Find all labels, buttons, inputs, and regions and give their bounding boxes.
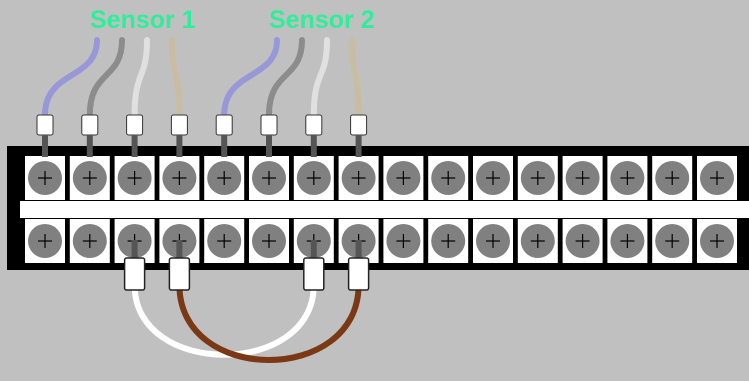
sensor-wire-blue bbox=[221, 37, 280, 118]
jumper-ferrule bbox=[168, 257, 191, 291]
top-terminal-15 bbox=[652, 156, 693, 200]
wire-lug bbox=[355, 135, 362, 157]
wire-ferrule bbox=[81, 114, 99, 136]
jumper-lug bbox=[310, 240, 317, 264]
bottom-terminal-16 bbox=[697, 219, 737, 263]
wire-ferrule bbox=[260, 114, 278, 136]
sensor-2-label: Sensor 2 bbox=[269, 6, 375, 34]
top-terminal-5 bbox=[204, 156, 245, 200]
top-terminal-11 bbox=[473, 156, 513, 200]
sensor-wire-gray bbox=[86, 37, 125, 118]
sensor-wire-gray bbox=[266, 37, 305, 118]
bottom-terminal-2 bbox=[69, 219, 110, 263]
sensor-wire-white bbox=[310, 37, 330, 118]
wire-lug bbox=[310, 135, 317, 157]
wire-ferrule bbox=[126, 114, 144, 136]
wire-ferrule bbox=[305, 114, 323, 136]
sensor-1-label: Sensor 1 bbox=[90, 6, 196, 34]
top-terminal-8 bbox=[338, 156, 379, 200]
sensor-wire-white bbox=[131, 37, 150, 118]
bottom-terminal-5 bbox=[204, 219, 245, 263]
jumper-ferrule bbox=[123, 257, 146, 291]
wire-ferrule bbox=[215, 114, 233, 136]
wire-lug bbox=[86, 135, 93, 157]
jumper-lug bbox=[176, 240, 183, 264]
wire-ferrule bbox=[350, 114, 368, 136]
sensor-wire-tan bbox=[349, 37, 362, 118]
bottom-terminal-1 bbox=[25, 219, 65, 263]
top-terminal-2 bbox=[69, 156, 110, 200]
top-terminal-13 bbox=[562, 156, 603, 200]
top-terminal-6 bbox=[249, 156, 289, 200]
bottom-terminal-15 bbox=[652, 219, 693, 263]
top-terminal-14 bbox=[607, 156, 648, 200]
top-terminal-16 bbox=[697, 156, 737, 200]
top-terminal-10 bbox=[428, 156, 469, 200]
wire-lug bbox=[131, 135, 138, 157]
wire-lug bbox=[42, 135, 48, 157]
top-terminal-4 bbox=[159, 156, 200, 200]
bottom-terminal-9 bbox=[383, 219, 424, 263]
top-terminal-1 bbox=[25, 156, 65, 200]
top-terminal-9 bbox=[383, 156, 424, 200]
strip-center-rail bbox=[20, 201, 749, 218]
bottom-terminal-10 bbox=[428, 219, 469, 263]
wire-lug bbox=[266, 135, 272, 157]
bottom-terminal-11 bbox=[473, 219, 513, 263]
wire-ferrule bbox=[170, 114, 188, 136]
jumper-wire-brown bbox=[176, 282, 362, 363]
wire-lug bbox=[221, 135, 228, 157]
sensor-wire-blue bbox=[42, 37, 100, 118]
jumper-ferrule bbox=[303, 257, 325, 291]
jumper-wire-white bbox=[131, 282, 317, 358]
bottom-terminal-14 bbox=[607, 219, 648, 263]
bottom-terminal-6 bbox=[249, 219, 289, 263]
top-terminal-12 bbox=[517, 156, 558, 200]
wire-lug bbox=[176, 135, 183, 157]
bottom-terminal-12 bbox=[517, 219, 558, 263]
bottom-terminal-13 bbox=[562, 219, 603, 263]
top-terminal-7 bbox=[293, 156, 334, 200]
jumper-ferrule bbox=[347, 257, 370, 291]
jumper-lug bbox=[355, 240, 362, 264]
top-terminal-3 bbox=[114, 156, 155, 200]
sensor-wire-tan bbox=[169, 37, 183, 118]
wire-ferrule bbox=[36, 114, 54, 136]
jumper-lug bbox=[131, 240, 138, 264]
